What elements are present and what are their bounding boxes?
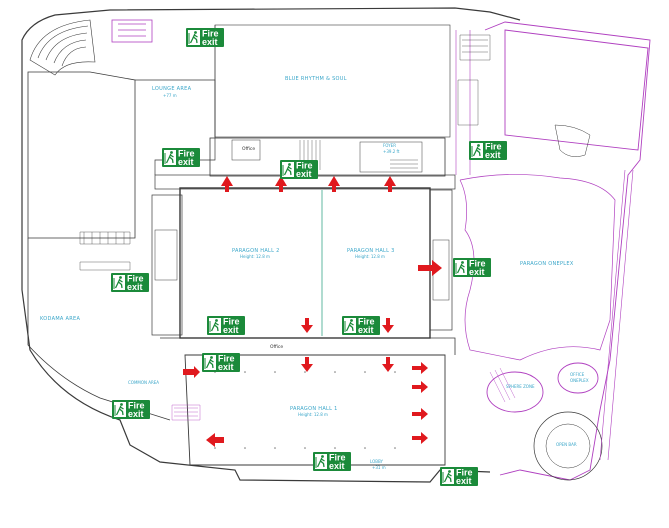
label-hall-1: PARAGON HALL 1: [290, 406, 338, 412]
arrow-up: [221, 176, 233, 192]
label-hall-3-sub: Height: 12.8 m: [355, 254, 385, 259]
label-sphere-zone: SPHERE ZONE: [506, 384, 535, 389]
exit-arrows: [183, 176, 442, 447]
label-lounge: LOUNGE AREA: [152, 86, 192, 92]
fire-exit-sign: Fire exit: [439, 466, 479, 487]
arrow-down: [301, 357, 313, 372]
fire-exit-sign: Fire exit: [111, 399, 151, 420]
svg-text:exit: exit: [178, 157, 194, 167]
label-lobby: LOBBY: [370, 459, 384, 464]
arrow-right: [412, 432, 428, 444]
top-entrance: [111, 19, 153, 43]
fire-exit-sign: Fire exit: [341, 315, 381, 336]
label-blue-rhythm: BLUE RHYTHM & SOUL: [285, 76, 347, 82]
oneplex-outline: [459, 21, 651, 481]
label-office: OFFICE: [570, 372, 585, 377]
label-foyer-sub: +39.2 ft: [383, 149, 400, 154]
corridor-lines: [455, 30, 634, 461]
fire-exit-sign: Fire exit: [201, 352, 241, 373]
arrow-down: [301, 318, 313, 333]
arrow-left: [206, 433, 224, 447]
fire-exit-sign: Fire exit: [161, 147, 201, 168]
fire-exit-sign: Fire exit: [468, 140, 508, 161]
svg-text:exit: exit: [485, 150, 501, 160]
building-outline: [21, 7, 521, 483]
svg-text:exit: exit: [329, 461, 345, 471]
arrow-up: [328, 176, 340, 192]
label-foyer: FOYER: [383, 143, 396, 148]
label-hall-1-sub: Height: 12.8 m: [298, 412, 328, 417]
svg-text:exit: exit: [358, 325, 374, 335]
arrow-right: [412, 381, 428, 393]
label-hall-3: PARAGON HALL 3: [347, 248, 395, 254]
svg-text:exit: exit: [202, 37, 218, 47]
spiral-stair: [29, 19, 96, 76]
fire-exit-sign: Fire exit: [452, 257, 492, 278]
svg-text:Fire: Fire: [296, 161, 313, 171]
label-open-bar: OPEN BAR: [556, 442, 577, 447]
fire-exit-sign: Fire exit: [279, 159, 319, 180]
svg-text:Fire: Fire: [485, 142, 502, 152]
svg-text:exit: exit: [456, 476, 472, 486]
area-labels: LOUNGE AREA +77 m BLUE RHYTHM & SOUL FOY…: [40, 76, 589, 470]
svg-text:exit: exit: [469, 267, 485, 277]
svg-text:exit: exit: [128, 409, 144, 419]
svg-text:Fire: Fire: [202, 29, 219, 39]
arrow-left: [183, 366, 200, 378]
svg-text:Fire: Fire: [128, 401, 145, 411]
svg-text:Fire: Fire: [469, 259, 486, 269]
label-office-sub: ONEPLEX: [570, 378, 589, 383]
halls: [135, 24, 456, 466]
label-common: COMMON AREA: [128, 380, 159, 385]
svg-text:Fire: Fire: [127, 274, 144, 284]
svg-text:Fire: Fire: [178, 149, 195, 159]
svg-text:exit: exit: [296, 169, 312, 179]
arrow-right: [418, 260, 442, 276]
svg-text:exit: exit: [223, 325, 239, 335]
label-lounge-sub: +77 m: [163, 93, 177, 98]
svg-text:Fire: Fire: [456, 468, 473, 478]
fire-exit-sign: Fire exit: [312, 451, 352, 472]
arrow-down: [382, 318, 394, 333]
label-kodama: KODAMA AREA: [40, 316, 81, 322]
arrow-right: [412, 362, 428, 374]
svg-text:Fire: Fire: [329, 453, 346, 463]
label-lobby-sub: +31 m: [372, 465, 386, 470]
fire-exit-sign: Fire exit: [185, 27, 225, 48]
label-hall-2: PARAGON HALL 2: [232, 248, 280, 254]
label-office-top: Office: [242, 146, 255, 152]
arrow-right: [412, 408, 428, 420]
fire-exit-signs: Fire exit Fire exit Fire exit Fire exit …: [110, 27, 508, 487]
svg-text:Fire: Fire: [358, 317, 375, 327]
svg-text:exit: exit: [127, 282, 143, 292]
arrow-down: [382, 357, 394, 372]
arrow-up: [275, 176, 287, 192]
svg-text:Fire: Fire: [218, 354, 235, 364]
fire-exit-sign: Fire exit: [206, 315, 246, 336]
svg-text:Fire: Fire: [223, 317, 240, 327]
label-hall-2-sub: Height: 12.8 m: [240, 254, 270, 259]
arrow-up: [384, 176, 396, 192]
svg-text:exit: exit: [218, 362, 234, 372]
fire-exit-sign: Fire exit: [110, 272, 150, 293]
stair-details: [79, 34, 516, 421]
label-paragon-oneplex: PARAGON ONEPLEX: [520, 261, 574, 267]
label-office-mid: Office: [270, 344, 283, 350]
